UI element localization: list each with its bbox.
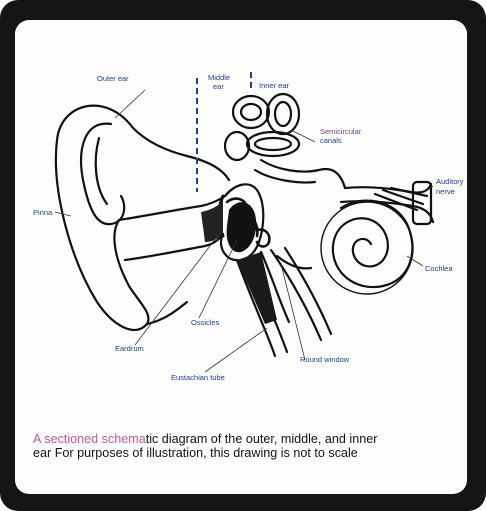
label-auditory-line2: nerve (436, 188, 455, 197)
caption-line2: ear For purposes of illustration, this d… (33, 446, 358, 460)
label-auditory-line1: Auditory (436, 178, 464, 187)
label-outer-ear: Outer ear (97, 75, 129, 84)
figure-caption: A sectioned schematic diagram of the out… (33, 432, 463, 460)
label-ossicles: Ossicles (191, 319, 219, 328)
caption-line1-rest: tic diagram of the outer, middle, and in… (146, 432, 378, 446)
label-semicircular-line2: canals (320, 137, 342, 146)
label-round-window: Round window (300, 356, 349, 365)
pinna-inner-fold (81, 124, 124, 225)
label-cochlea: Cochlea (425, 265, 453, 274)
cochlea-drawing (321, 201, 413, 294)
label-inner-ear: Inner ear (259, 82, 289, 91)
diagram-card: Outer ear Middle ear Inner ear Semicircu… (15, 20, 467, 494)
ear-diagram-drawing (15, 20, 467, 494)
label-eardrum: Eardrum (115, 345, 144, 354)
label-eustachian-tube: Eustachian tube (171, 374, 225, 383)
middle-ear-shading (227, 202, 257, 252)
caption-highlight: A sectioned schema (33, 432, 146, 446)
label-middle-ear-line2: ear (213, 83, 224, 92)
head-contour (133, 128, 229, 180)
label-pinna: Pinna (33, 209, 52, 218)
